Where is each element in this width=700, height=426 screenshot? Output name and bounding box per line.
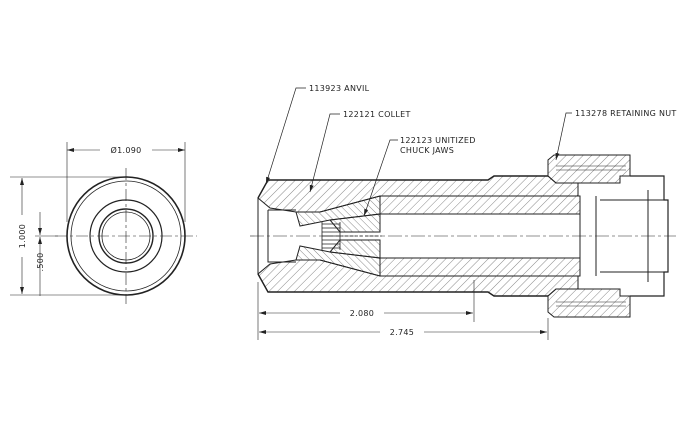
diameter-label: Ø1.090 — [111, 145, 142, 155]
length-b-label: 2.745 — [390, 328, 414, 337]
jaws-leader — [363, 139, 398, 217]
nut-leader — [555, 112, 572, 161]
collet-callout: 122121 COLLET — [343, 110, 411, 119]
height-inner-label: .500 — [36, 252, 45, 271]
height-outer-label: 1.000 — [18, 224, 27, 248]
chuck-jaws-bottom — [379, 257, 581, 277]
anvil-leader — [265, 87, 306, 185]
anvil-callout: 113923 ANVIL — [309, 84, 370, 93]
retaining-nut-bottom — [547, 288, 631, 318]
chuck-jaws-top — [379, 195, 581, 215]
section-view — [250, 87, 676, 340]
collet-leader — [309, 113, 340, 193]
end-view — [10, 142, 197, 304]
nut-callout: 113278 RETAINING NUT — [575, 109, 677, 118]
retaining-nut-top — [547, 154, 631, 184]
jaws-callout-line2: CHUCK JAWS — [400, 146, 454, 155]
length-a-label: 2.080 — [350, 309, 374, 318]
jaws-callout-line1: 122123 UNITIZED — [400, 136, 476, 145]
